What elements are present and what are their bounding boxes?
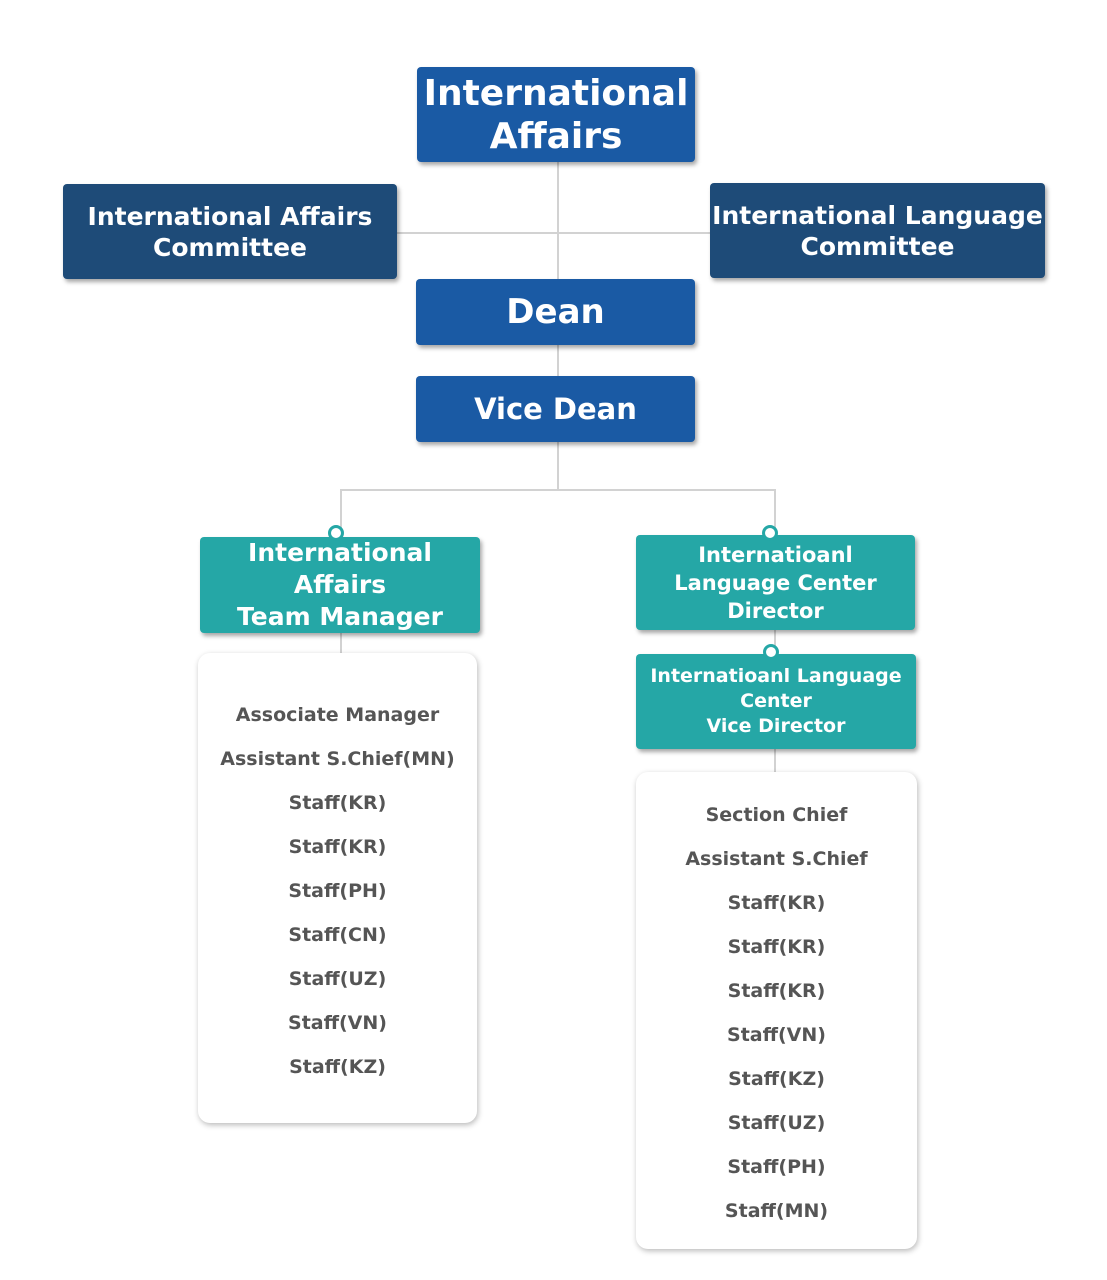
- staff-item: Staff(UZ): [727, 1112, 826, 1134]
- staff-item: Assistant S.Chief(MN): [220, 748, 455, 770]
- staff-item: Staff(KZ): [728, 1068, 825, 1090]
- center-director-line-1: Internatioanl: [698, 542, 853, 567]
- vice-dean-box: Vice Dean: [416, 376, 695, 442]
- center-vice-director-line-3: Vice Director: [706, 715, 846, 737]
- connector-branch: [340, 489, 776, 491]
- connector-right-panel: [774, 748, 776, 772]
- international-affairs-line-2: Affairs: [489, 115, 623, 157]
- il-committee-line-2: Committee: [800, 231, 955, 261]
- center-staff-panel: Section Chief Assistant S.Chief Staff(KR…: [636, 772, 917, 1249]
- connector-branch-right: [774, 489, 776, 537]
- staff-item: Staff(KR): [288, 836, 387, 858]
- connector-vice-down: [557, 441, 559, 491]
- international-affairs-box: International Affairs: [417, 67, 695, 162]
- center-director-connector-dot: [762, 525, 778, 541]
- center-vice-director-connector-dot: [763, 644, 779, 660]
- staff-item: Staff(MN): [724, 1200, 829, 1222]
- center-vice-director-box: Internatioanl Language Center Vice Direc…: [636, 654, 916, 749]
- dean-label: Dean: [506, 292, 605, 332]
- connector-director-vice: [774, 630, 776, 654]
- center-vice-director-line-2: Center: [740, 690, 812, 712]
- staff-item: Staff(KR): [727, 892, 826, 914]
- dean-box: Dean: [416, 279, 695, 345]
- staff-item: Staff(KR): [288, 792, 387, 814]
- center-director-line-2: Language Center: [674, 570, 877, 595]
- team-manager-line-2: Team Manager: [237, 602, 443, 631]
- staff-item: Staff(VN): [727, 1024, 826, 1046]
- staff-item: Staff(PH): [727, 1156, 826, 1178]
- staff-item: Staff(PH): [288, 880, 387, 902]
- staff-item: Associate Manager: [235, 704, 440, 726]
- staff-item: Staff(KR): [727, 936, 826, 958]
- international-affairs-line-1: International: [423, 72, 689, 114]
- team-manager-box: International Affairs Team Manager: [200, 537, 480, 633]
- international-language-committee-box: International Language Committee: [710, 183, 1045, 278]
- center-vice-director-line-1: Internatioanl Language: [650, 665, 902, 687]
- staff-item: Staff(UZ): [288, 968, 387, 990]
- staff-item: Section Chief: [705, 804, 848, 826]
- staff-item: Staff(VN): [288, 1012, 387, 1034]
- ia-committee-line-2: Committee: [152, 232, 307, 262]
- team-manager-connector-dot: [328, 525, 344, 541]
- vice-dean-label: Vice Dean: [474, 392, 637, 426]
- il-committee-line-1: International Language: [712, 200, 1043, 230]
- ia-committee-line-1: International Affairs: [87, 201, 373, 231]
- staff-item: Staff(KR): [727, 980, 826, 1002]
- staff-item: Staff(CN): [288, 924, 387, 946]
- center-director-box: Internatioanl Language Center Director: [636, 535, 915, 630]
- team-manager-line-1: International Affairs: [248, 538, 432, 599]
- connector-dean-vice: [557, 345, 559, 378]
- connector-committees: [396, 232, 712, 234]
- connector-left-panel: [340, 633, 342, 653]
- international-affairs-committee-box: International Affairs Committee: [63, 184, 397, 279]
- center-director-line-3: Director: [727, 598, 824, 623]
- staff-item: Assistant S.Chief: [685, 848, 868, 870]
- team-staff-panel: Associate Manager Assistant S.Chief(MN) …: [198, 653, 477, 1123]
- staff-item: Staff(KZ): [289, 1056, 386, 1078]
- connector-branch-left: [340, 489, 342, 539]
- connector-trunk-top: [557, 162, 559, 282]
